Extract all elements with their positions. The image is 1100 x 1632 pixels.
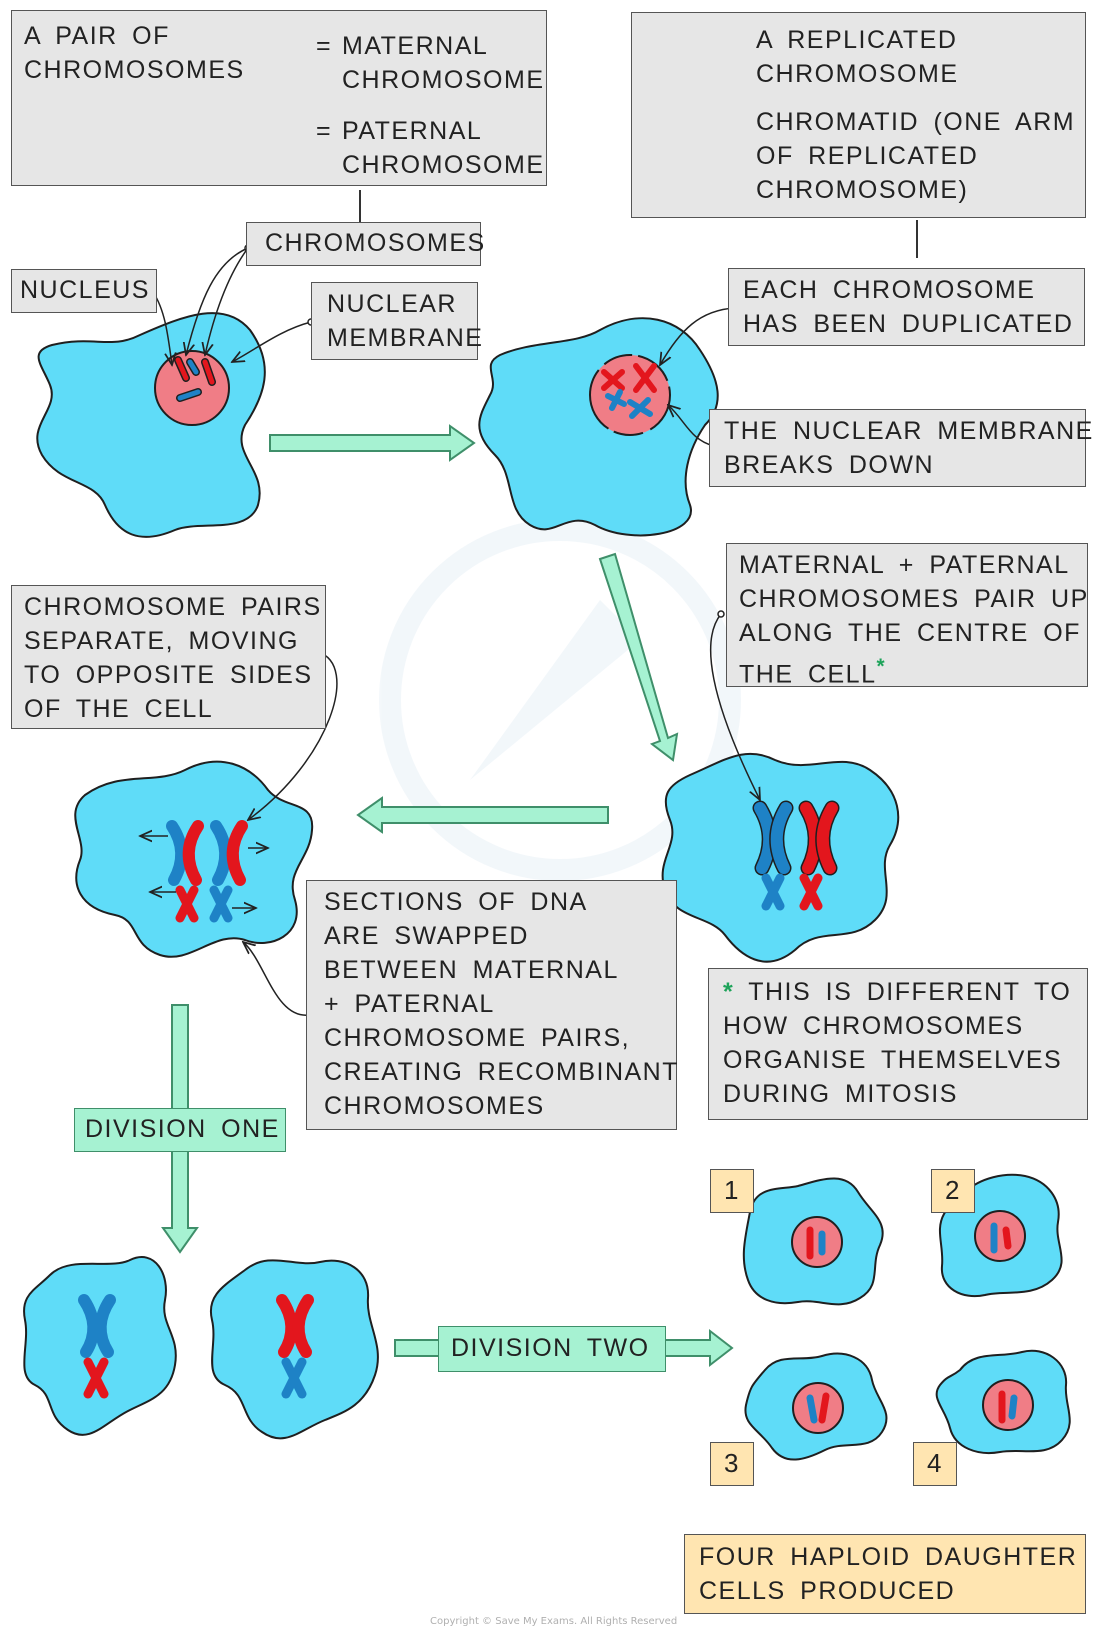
cell-number-4: 4 (913, 1442, 957, 1486)
legend-pair-title-2: CHROMOSOMES (24, 56, 245, 84)
separate-text-1: CHROMOSOME PAIRS (24, 593, 322, 621)
chromosomes-cell-4 (752, 800, 840, 911)
paternal-equals: = (316, 117, 333, 145)
chromosomes-cell-6 (276, 1294, 314, 1399)
note-text-3: ORGANISE THEMSELVES (723, 1046, 1063, 1074)
pair-up-text-4: THE CELL (739, 660, 877, 689)
pair-up-text-1: MATERNAL + PATERNAL (739, 551, 1070, 579)
nucleus-d4 (982, 1379, 1034, 1431)
mitosis-note-label: * THIS IS DIFFERENT TO HOW CHROMOSOMES O… (708, 968, 1088, 1120)
cell-number-3: 3 (710, 1442, 754, 1486)
chromosomes-cell-2 (601, 363, 657, 419)
four-haploid-text-2: CELLS PRODUCED (699, 1577, 956, 1605)
nuclear-membrane-text-2: MEMBRANE (327, 324, 484, 352)
copyright-notice: Copyright © Save My Exams. All Rights Re… (430, 1616, 678, 1627)
paternal-label-1: PATERNAL (342, 117, 483, 145)
cell-number-1: 1 (710, 1169, 754, 1213)
watermark (379, 519, 741, 881)
note-line-1: * THIS IS DIFFERENT TO (723, 975, 1073, 1009)
replicated-label-1: A REPLICATED (756, 26, 958, 54)
duplicated-label: EACH CHROMOSOME HAS BEEN DUPLICATED (728, 268, 1085, 346)
swap-text-3: BETWEEN MATERNAL (324, 956, 619, 984)
separate-label: CHROMOSOME PAIRS SEPARATE, MOVING TO OPP… (11, 585, 326, 729)
cell-number-2-text: 2 (945, 1175, 961, 1205)
nuclear-membrane-label: NUCLEAR MEMBRANE (311, 282, 484, 360)
swap-text-4: + PATERNAL (324, 990, 495, 1018)
cell-number-1-text: 1 (724, 1175, 740, 1205)
cell-6 (209, 1259, 379, 1440)
legend-pair-box: A PAIR OF CHROMOSOMES = MATERNAL CHROMOS… (11, 10, 547, 186)
swap-text-7: CHROMOSOMES (324, 1092, 545, 1120)
movement-arrows (140, 836, 268, 908)
swap-text-5: CHROMOSOME PAIRS, (324, 1024, 631, 1052)
swap-text-2: ARE SWAPPED (324, 922, 529, 950)
pair-up-text-3: ALONG THE CENTRE OF (739, 619, 1081, 647)
pair-up-asterisk: * (876, 655, 887, 678)
cell-number-3-text: 3 (724, 1448, 740, 1478)
maternal-label-2: CHROMOSOME (342, 66, 545, 94)
arrow-cell4-to-cell3 (356, 796, 609, 834)
division-one-text: DIVISION ONE (85, 1115, 280, 1143)
division-one-label: DIVISION ONE (74, 1108, 286, 1152)
nuclear-membrane-text-1: NUCLEAR (327, 290, 457, 318)
note-asterisk: * (723, 978, 735, 1006)
maternal-label-1: MATERNAL (342, 32, 489, 60)
chromosomes-daughters (806, 1222, 1018, 1424)
chromatid-label-2: OF REPLICATED (756, 142, 979, 170)
breaks-text-2: BREAKS DOWN (724, 451, 935, 479)
membrane-breaks-label: THE NUCLEAR MEMBRANE BREAKS DOWN (709, 409, 1094, 487)
chromosomes-label-text: CHROMOSOMES (265, 229, 486, 257)
separate-text-4: OF THE CELL (24, 695, 214, 723)
cell-number-4-text: 4 (927, 1448, 943, 1478)
four-haploid-text-1: FOUR HAPLOID DAUGHTER (699, 1543, 1078, 1571)
pair-up-label: MATERNAL + PATERNAL CHROMOSOMES PAIR UP … (726, 543, 1089, 688)
chromosomes-cell-1 (174, 356, 216, 402)
separate-text-2: SEPARATE, MOVING (24, 627, 299, 655)
pair-up-text-2: CHROMOSOMES PAIR UP (739, 585, 1089, 613)
swap-text-1: SECTIONS OF DNA (324, 888, 588, 916)
four-haploid-label: FOUR HAPLOID DAUGHTER CELLS PRODUCED (684, 1534, 1086, 1614)
chromosomes-cell-3 (166, 820, 248, 923)
chromatid-label-3: CHROMOSOME) (756, 176, 969, 204)
nucleus-label: NUCLEUS (11, 269, 157, 313)
breaks-text-1: THE NUCLEAR MEMBRANE (724, 417, 1094, 445)
arrow-cell1-to-cell2 (269, 424, 476, 462)
duplicated-text-1: EACH CHROMOSOME (743, 276, 1036, 304)
paternal-label-2: CHROMOSOME (342, 151, 545, 179)
division-two-label: DIVISION TWO (438, 1326, 666, 1372)
crossing-over-label: SECTIONS OF DNA ARE SWAPPED BETWEEN MATE… (306, 880, 679, 1130)
note-text-1: THIS IS DIFFERENT TO (748, 978, 1072, 1006)
maternal-equals: = (316, 32, 333, 60)
cell-1 (36, 312, 266, 538)
separate-text-3: TO OPPOSITE SIDES (24, 661, 313, 689)
note-text-4: DURING MITOSIS (723, 1080, 958, 1108)
cell-number-2: 2 (931, 1169, 975, 1213)
arrow-cell2-to-cell4 (598, 552, 679, 762)
note-text-2: HOW CHROMOSOMES (723, 1012, 1024, 1040)
pair-up-text-4-line: THE CELL* (739, 650, 1075, 691)
swap-text-6: CREATING RECOMBINANT (324, 1058, 679, 1086)
nucleus-d2 (974, 1210, 1026, 1262)
chromatid-label-1: CHROMATID (ONE ARM (756, 108, 1076, 136)
legend-pair-title-1: A PAIR OF (24, 22, 170, 50)
chromosomes-label: CHROMOSOMES (246, 222, 486, 266)
duplicated-text-2: HAS BEEN DUPLICATED (743, 310, 1074, 338)
cell-2 (478, 317, 719, 537)
replicated-label-2: CHROMOSOME (756, 60, 959, 88)
legend-replicated-box: A REPLICATED CHROMOSOME CHROMATID (ONE A… (631, 12, 1086, 218)
division-two-text: DIVISION TWO (451, 1334, 650, 1362)
nucleus-d1 (791, 1216, 843, 1268)
chromosomes-cell-5 (78, 1294, 116, 1399)
nucleus-2-broken (589, 354, 672, 436)
nucleus-label-text: NUCLEUS (20, 276, 150, 304)
nucleus-d3 (792, 1382, 844, 1434)
